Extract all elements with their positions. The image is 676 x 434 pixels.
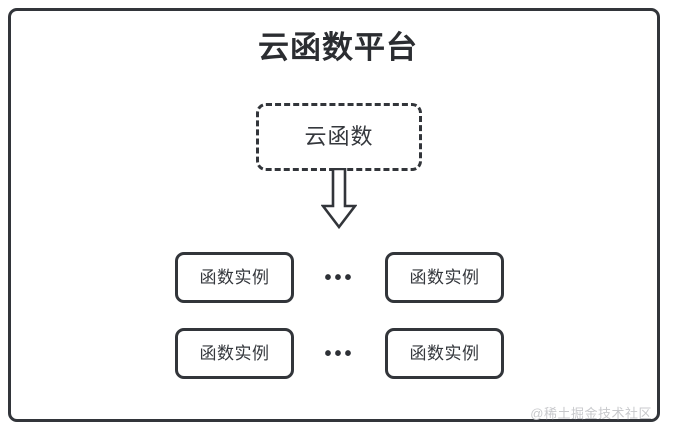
function-instance-box: 函数实例 bbox=[175, 328, 294, 379]
arrow-down-block-icon bbox=[321, 168, 357, 230]
instance-grid: 函数实例 ••• 函数实例 函数实例 ••• 函数实例 bbox=[175, 252, 504, 379]
function-instance-box: 函数实例 bbox=[384, 252, 504, 303]
function-instance-box: 函数实例 bbox=[384, 328, 504, 379]
function-instance-label: 函数实例 bbox=[199, 268, 270, 287]
ellipsis-indicator: ••• bbox=[324, 266, 355, 289]
cloud-function-node: 云函数 bbox=[256, 103, 422, 171]
instance-row: 函数实例 ••• 函数实例 bbox=[175, 252, 504, 303]
function-instance-label: 函数实例 bbox=[199, 344, 270, 363]
cloud-function-label: 云函数 bbox=[304, 124, 374, 149]
function-instance-label: 函数实例 bbox=[409, 268, 480, 287]
instance-row: 函数实例 ••• 函数实例 bbox=[175, 328, 504, 379]
function-instance-label: 函数实例 bbox=[409, 344, 480, 363]
page-title: 云函数平台 bbox=[258, 30, 418, 65]
watermark: @稀土掘金技术社区 bbox=[530, 406, 652, 421]
function-instance-box: 函数实例 bbox=[175, 252, 294, 303]
ellipsis-indicator: ••• bbox=[324, 342, 355, 365]
